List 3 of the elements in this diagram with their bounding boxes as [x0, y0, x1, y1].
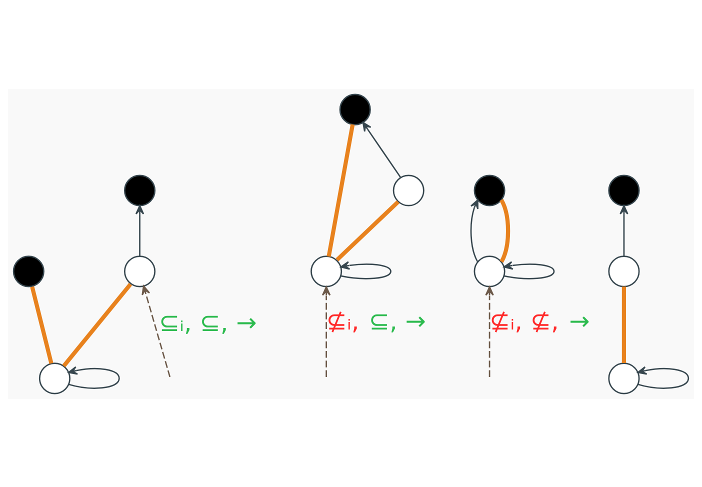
edge-label: ⊈ᵢ, ⊆, → — [326, 306, 426, 336]
edge-label: ⊆ᵢ, ⊆, → — [158, 307, 257, 336]
edge-label: ⊈ᵢ, ⊈, → — [490, 306, 590, 336]
